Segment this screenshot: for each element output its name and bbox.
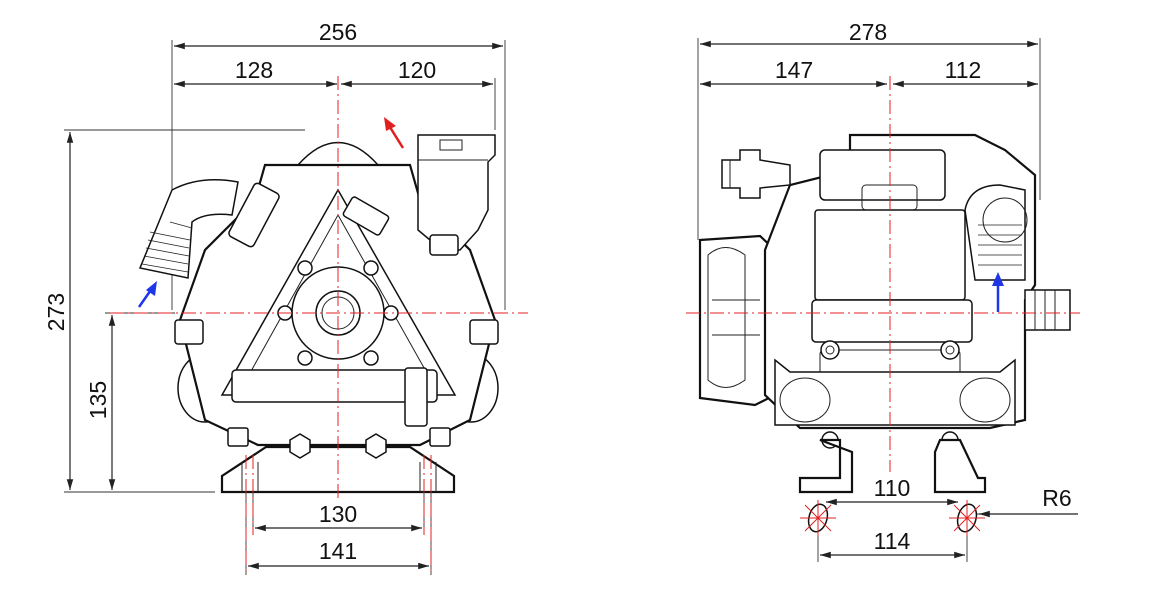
- side-pump-body: [698, 133, 1071, 533]
- dim-text-r6: R6: [1042, 485, 1071, 511]
- front-view: 256 128 120 273 135 130 141: [43, 19, 528, 575]
- side-foot-right: [933, 438, 987, 494]
- side-foot-left: [798, 438, 854, 494]
- slot-crosshairs: [800, 500, 985, 536]
- side-gearbox: [698, 234, 777, 407]
- front-outlet-fitting: [417, 134, 496, 251]
- dim-text-273: 273: [43, 293, 69, 331]
- front-valve-block-left: [228, 182, 280, 248]
- dim-text-128: 128: [235, 57, 273, 83]
- front-outlet-arrow: [384, 117, 405, 149]
- dim-text-141: 141: [319, 538, 357, 564]
- front-cross-bar: [231, 369, 438, 403]
- front-inlet-arrow: [137, 281, 157, 308]
- dim-text-110: 110: [874, 475, 911, 501]
- front-inlet-hose: [138, 179, 239, 279]
- dim-text-112: 112: [945, 57, 982, 83]
- side-lower-caps: [774, 358, 1016, 426]
- side-view: 278 147 112 110 114 R6: [686, 19, 1080, 562]
- side-top-head: [819, 149, 946, 201]
- side-dimension-lines: [700, 40, 1078, 559]
- side-suction-hose: [964, 184, 1026, 281]
- dim-text-147: 147: [775, 57, 813, 83]
- side-left-fitting: [721, 149, 791, 199]
- side-inlet-arrow: [992, 272, 1004, 312]
- dim-text-278: 278: [849, 19, 887, 45]
- side-cross-bar: [811, 299, 973, 343]
- front-dimension-lines: [66, 42, 503, 570]
- dim-text-120: 120: [398, 57, 436, 83]
- side-shaft: [1024, 289, 1071, 331]
- dim-text-130: 130: [319, 501, 357, 527]
- dim-text-135: 135: [85, 381, 111, 419]
- dim-text-256: 256: [319, 19, 357, 45]
- dim-text-114: 114: [874, 528, 911, 554]
